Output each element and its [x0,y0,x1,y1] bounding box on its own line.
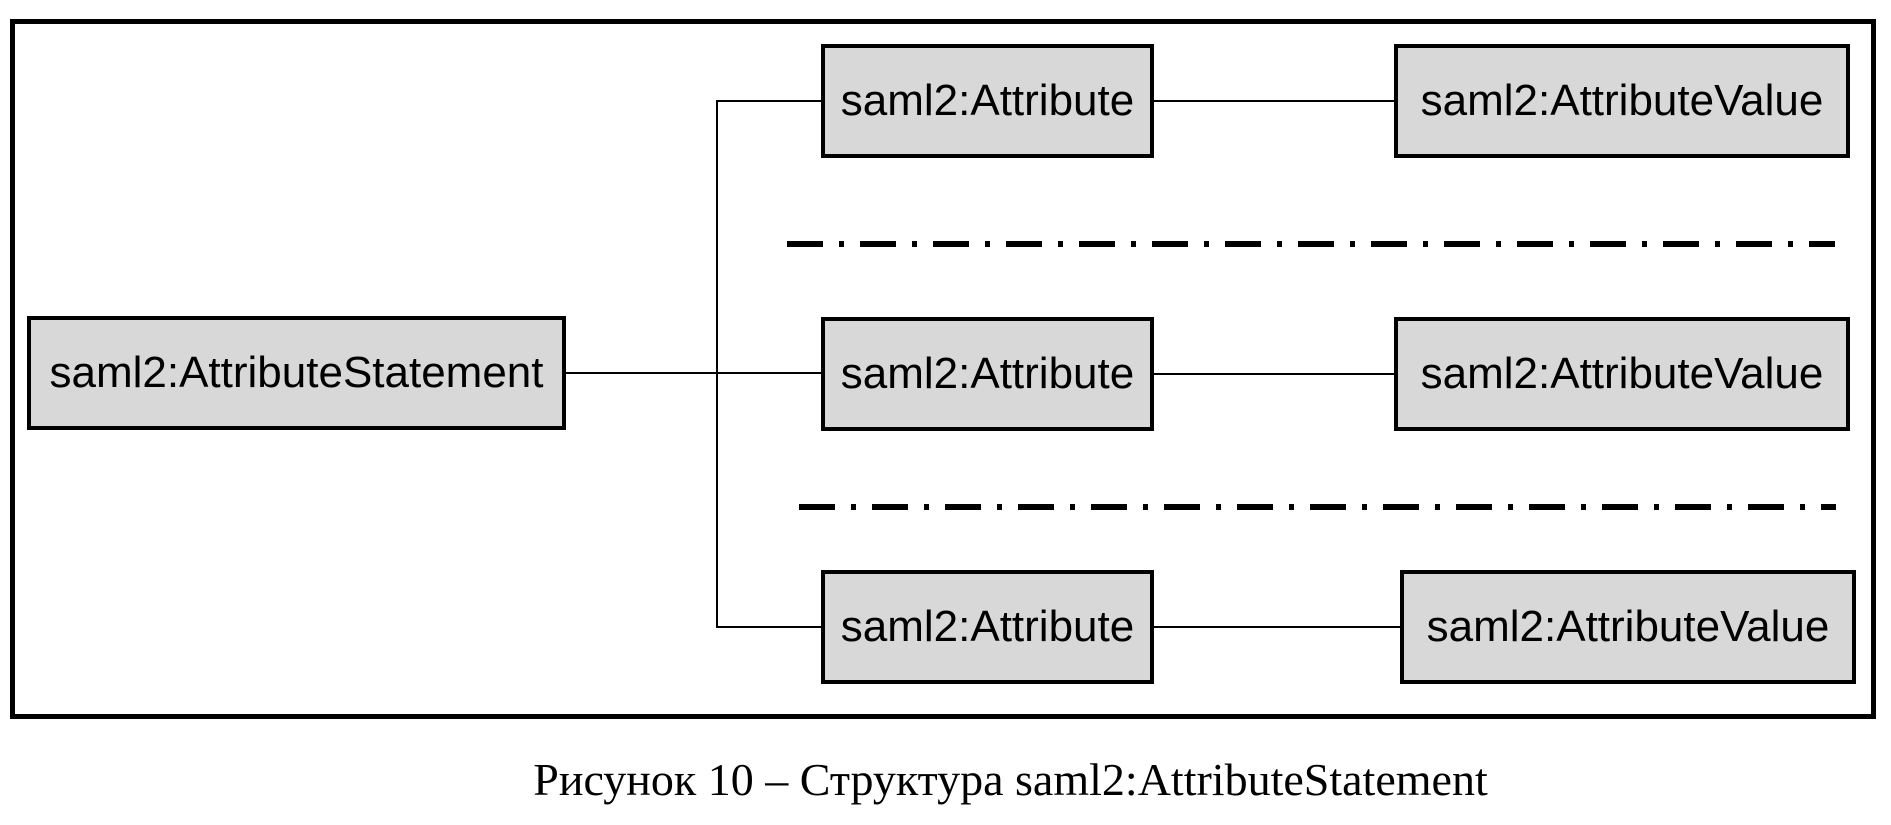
connector-attribute-value-row2 [1154,373,1394,375]
attribute-value-box-row2: saml2:AttributeValue [1394,317,1850,431]
connector-attribute-value-row1 [1154,100,1394,102]
attribute-value-box-row3: saml2:AttributeValue [1400,570,1856,684]
attribute-label-row2: saml2:Attribute [840,349,1135,398]
repetition-ellipsis-line-1 [787,241,1835,247]
attribute-box-row1: saml2:Attribute [821,44,1154,158]
attribute-value-label-row3: saml2:AttributeValue [1426,602,1830,651]
repetition-ellipsis-line-2 [799,504,1836,510]
attribute-value-label-row1: saml2:AttributeValue [1420,76,1824,125]
connector-root-to-trunk [566,372,821,374]
attribute-box-row2: saml2:Attribute [821,317,1154,431]
attribute-box-row3: saml2:Attribute [821,570,1154,684]
attribute-statement-label: saml2:AttributeStatement [49,348,544,397]
figure-caption: Рисунок 10 – Структура saml2:AttributeSt… [533,754,1488,805]
attribute-value-box-row1: saml2:AttributeValue [1394,44,1850,158]
connector-branch-row3 [716,626,821,628]
connector-branch-row1 [716,100,821,102]
diagram-outer-frame [10,19,1876,719]
attribute-value-label-row2: saml2:AttributeValue [1420,349,1824,398]
attribute-label-row3: saml2:Attribute [840,602,1135,651]
attribute-label-row1: saml2:Attribute [840,76,1135,125]
connector-attribute-value-row3 [1154,626,1400,628]
attribute-statement-box: saml2:AttributeStatement [27,316,566,430]
connector-trunk-vertical [716,100,718,628]
